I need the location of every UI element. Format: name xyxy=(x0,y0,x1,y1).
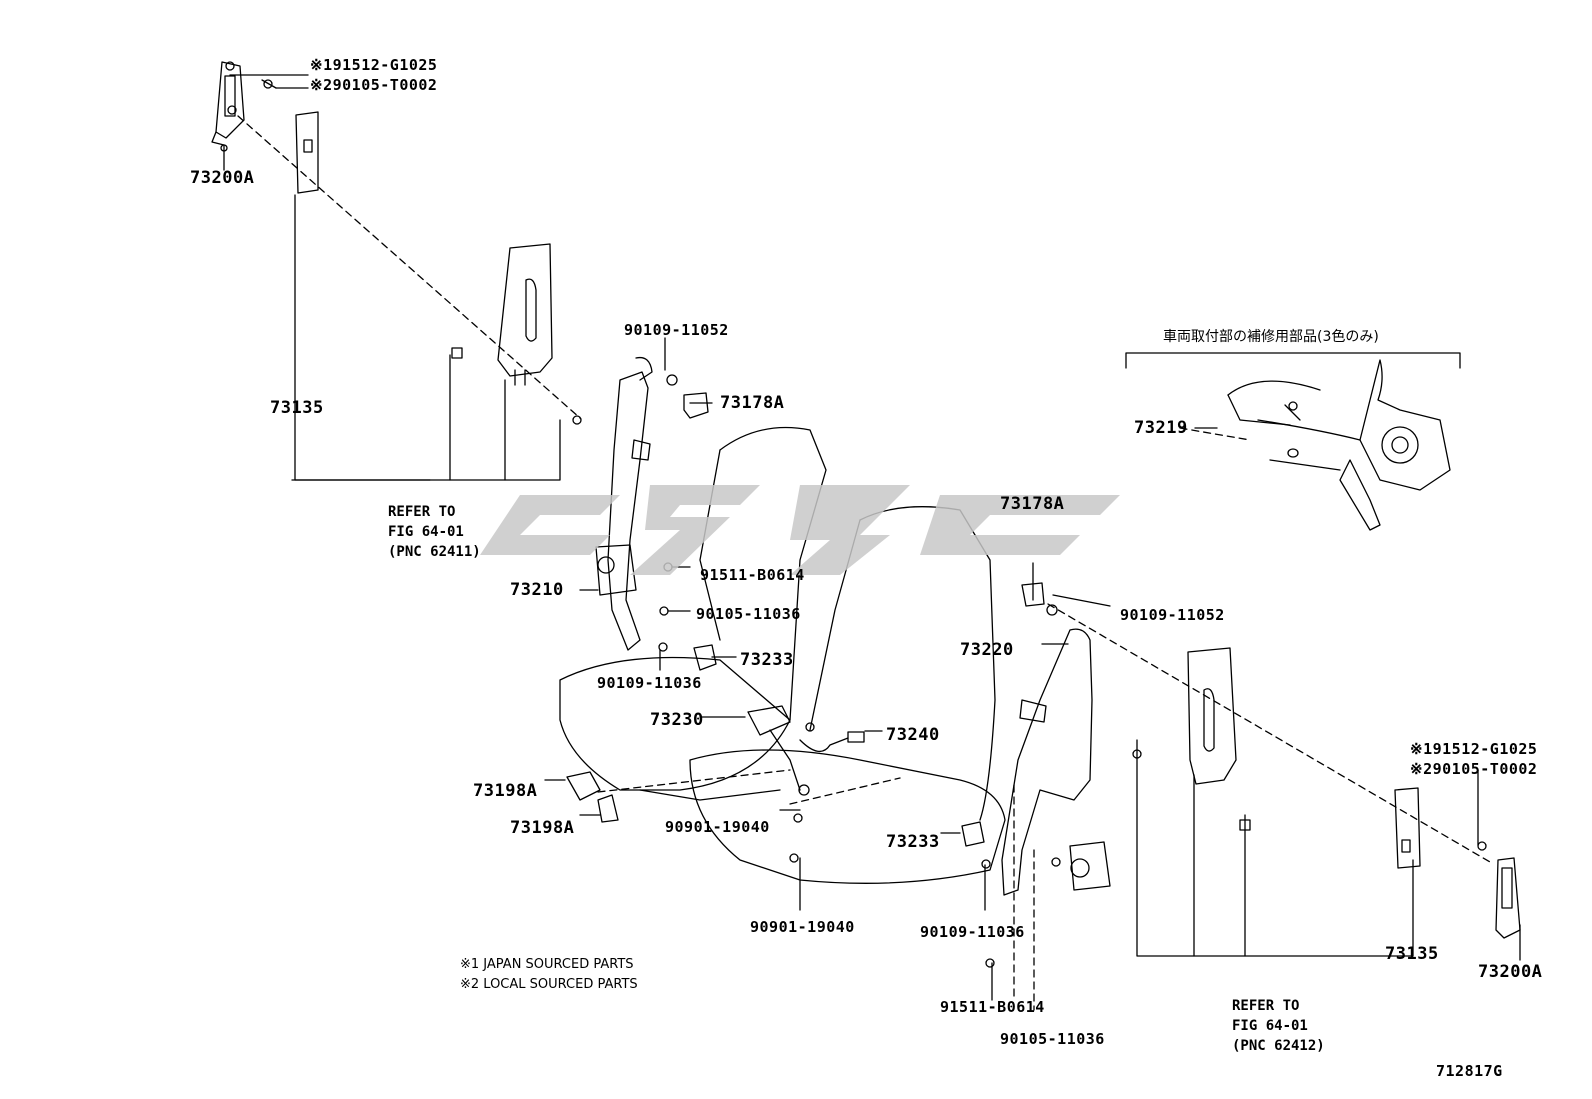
reference-line: FIG 64-01 xyxy=(388,524,464,540)
inset-caption-japanese: 車両取付部の補修用部品(3色のみ) xyxy=(1163,329,1379,345)
part-label-73210: 73210 xyxy=(510,580,564,600)
part-label-90105-T0002-top: ※290105-T0002 xyxy=(310,76,438,94)
part-label-73240: 73240 xyxy=(886,725,940,745)
leader-lines xyxy=(223,74,1521,1001)
part-label-73219: 73219 xyxy=(1134,418,1188,438)
part-label-73200A-left: 73200A xyxy=(190,168,255,188)
inset-seatbelt-73219 xyxy=(1227,359,1451,531)
belt-adjuster-left xyxy=(211,61,277,152)
part-label-73178A-left: 73178A xyxy=(720,393,785,413)
part-label-73233-right: 73233 xyxy=(886,832,940,852)
reference-line: REFER TO xyxy=(1232,998,1300,1014)
reference-line: (PNC 62412) xyxy=(1232,1038,1325,1054)
part-label-90901-19040-lower: 90901-19040 xyxy=(750,918,855,936)
part-label-73135-left: 73135 xyxy=(270,398,324,418)
dashed-guide-lines xyxy=(237,115,1491,1011)
part-label-91512-G1025-right: ※191512-G1025 xyxy=(1410,740,1538,758)
part-label-73198A-lower: 73198A xyxy=(510,818,575,838)
pillar-garnish-left xyxy=(451,243,582,425)
part-label-73135-right: 73135 xyxy=(1385,944,1439,964)
buckle-assembly xyxy=(747,705,865,796)
part-label-90109-11052-left: 90109-11052 xyxy=(624,321,729,339)
inset-bracket xyxy=(1125,352,1461,369)
part-label-73200A-right: 73200A xyxy=(1478,962,1543,982)
reference-note-left: REFER TO FIG 64-01 (PNC 62411) xyxy=(388,502,481,562)
part-label-73220: 73220 xyxy=(960,640,1014,660)
reference-note-right: REFER TO FIG 64-01 (PNC 62412) xyxy=(1232,996,1325,1056)
part-label-90105-T0002-right: ※290105-T0002 xyxy=(1410,760,1538,778)
part-label-90109-11036-right: 90109-11036 xyxy=(920,923,1025,941)
part-label-90109-11036-left: 90109-11036 xyxy=(597,674,702,692)
footnote-local-sourced: ※2 LOCAL SOURCED PARTS xyxy=(460,977,638,992)
seat-cover-73198A-upper xyxy=(566,771,601,801)
part-label-90109-11052-right: 90109-11052 xyxy=(1120,606,1225,624)
reference-line: REFER TO xyxy=(388,504,456,520)
seatbelt-retractor-right xyxy=(981,628,1111,968)
trim-73178A-left xyxy=(683,392,709,419)
part-label-73233-left: 73233 xyxy=(740,650,794,670)
part-label-90105-11036-right: 90105-11036 xyxy=(1000,1030,1105,1048)
figure-code: 712817G xyxy=(1436,1062,1503,1080)
pillar-cover-strip-left xyxy=(295,111,319,194)
part-label-73178A-right: 73178A xyxy=(1000,494,1065,514)
pillar-garnish-right xyxy=(1132,647,1251,831)
part-label-90105-11036-left: 90105-11036 xyxy=(696,605,801,623)
trim-73233-right xyxy=(961,821,985,847)
part-label-73230: 73230 xyxy=(650,710,704,730)
part-label-91512-G1025-top: ※191512-G1025 xyxy=(310,56,438,74)
trim-73233-left xyxy=(693,644,717,671)
footnote-japan-sourced: ※1 JAPAN SOURCED PARTS xyxy=(460,957,634,972)
part-label-91511-B0614-right: 91511-B0614 xyxy=(940,998,1045,1016)
trim-73178A-right xyxy=(1021,582,1045,607)
pillar-cover-strip-right xyxy=(1394,787,1421,869)
belt-adjuster-right xyxy=(1477,841,1521,939)
part-label-73198A-upper: 73198A xyxy=(473,781,538,801)
watermark-logo xyxy=(480,485,1120,575)
part-label-91511-B0614-left: 91511-B0614 xyxy=(700,566,805,584)
reference-line: FIG 64-01 xyxy=(1232,1018,1308,1034)
reference-line: (PNC 62411) xyxy=(388,544,481,560)
seatbelt-retractor-left xyxy=(595,356,678,652)
seat-cover-73198A-lower xyxy=(597,794,619,823)
part-label-90901-19040-upper: 90901-19040 xyxy=(665,818,770,836)
